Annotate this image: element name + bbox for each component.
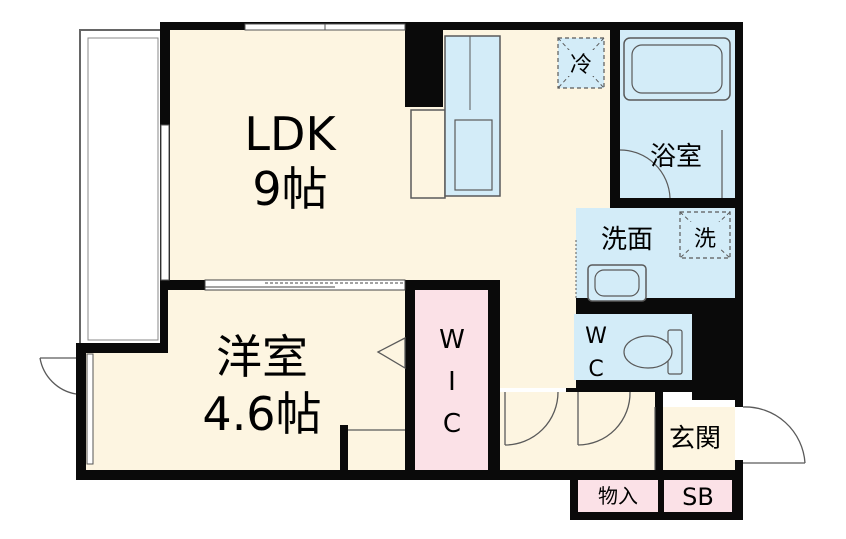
ldk-name: LDK [244,107,337,161]
wc-label-c: C [588,357,603,382]
bathtub [619,37,731,199]
storage-label: 物入 [598,484,638,508]
wic-label-c: C [443,409,461,439]
wic-label-w: W [439,325,465,355]
washer-space: 洗 [679,211,731,259]
toilet [623,329,683,375]
shoebox-label: SB [682,483,714,511]
fridge-label: 冷 [570,53,592,78]
door-swings [39,336,806,464]
entrance-label: 玄関 [669,424,721,454]
balcony [79,29,166,349]
fridge-space: 冷 [557,37,605,89]
ldk-size: 9帖 [252,162,327,216]
wic-label-i: I [448,367,456,397]
kitchen-counter [410,35,501,199]
bath-label: 浴室 [650,142,702,172]
washroom-label: 洗面 [601,225,653,255]
sliding-door [204,279,406,291]
wash-basin [575,240,647,302]
wc-label-w: W [585,324,607,349]
western-name: 洋室 [216,330,308,384]
windows [86,23,406,465]
western-size: 4.6帖 [202,387,321,441]
washer-label: 洗 [694,227,716,252]
